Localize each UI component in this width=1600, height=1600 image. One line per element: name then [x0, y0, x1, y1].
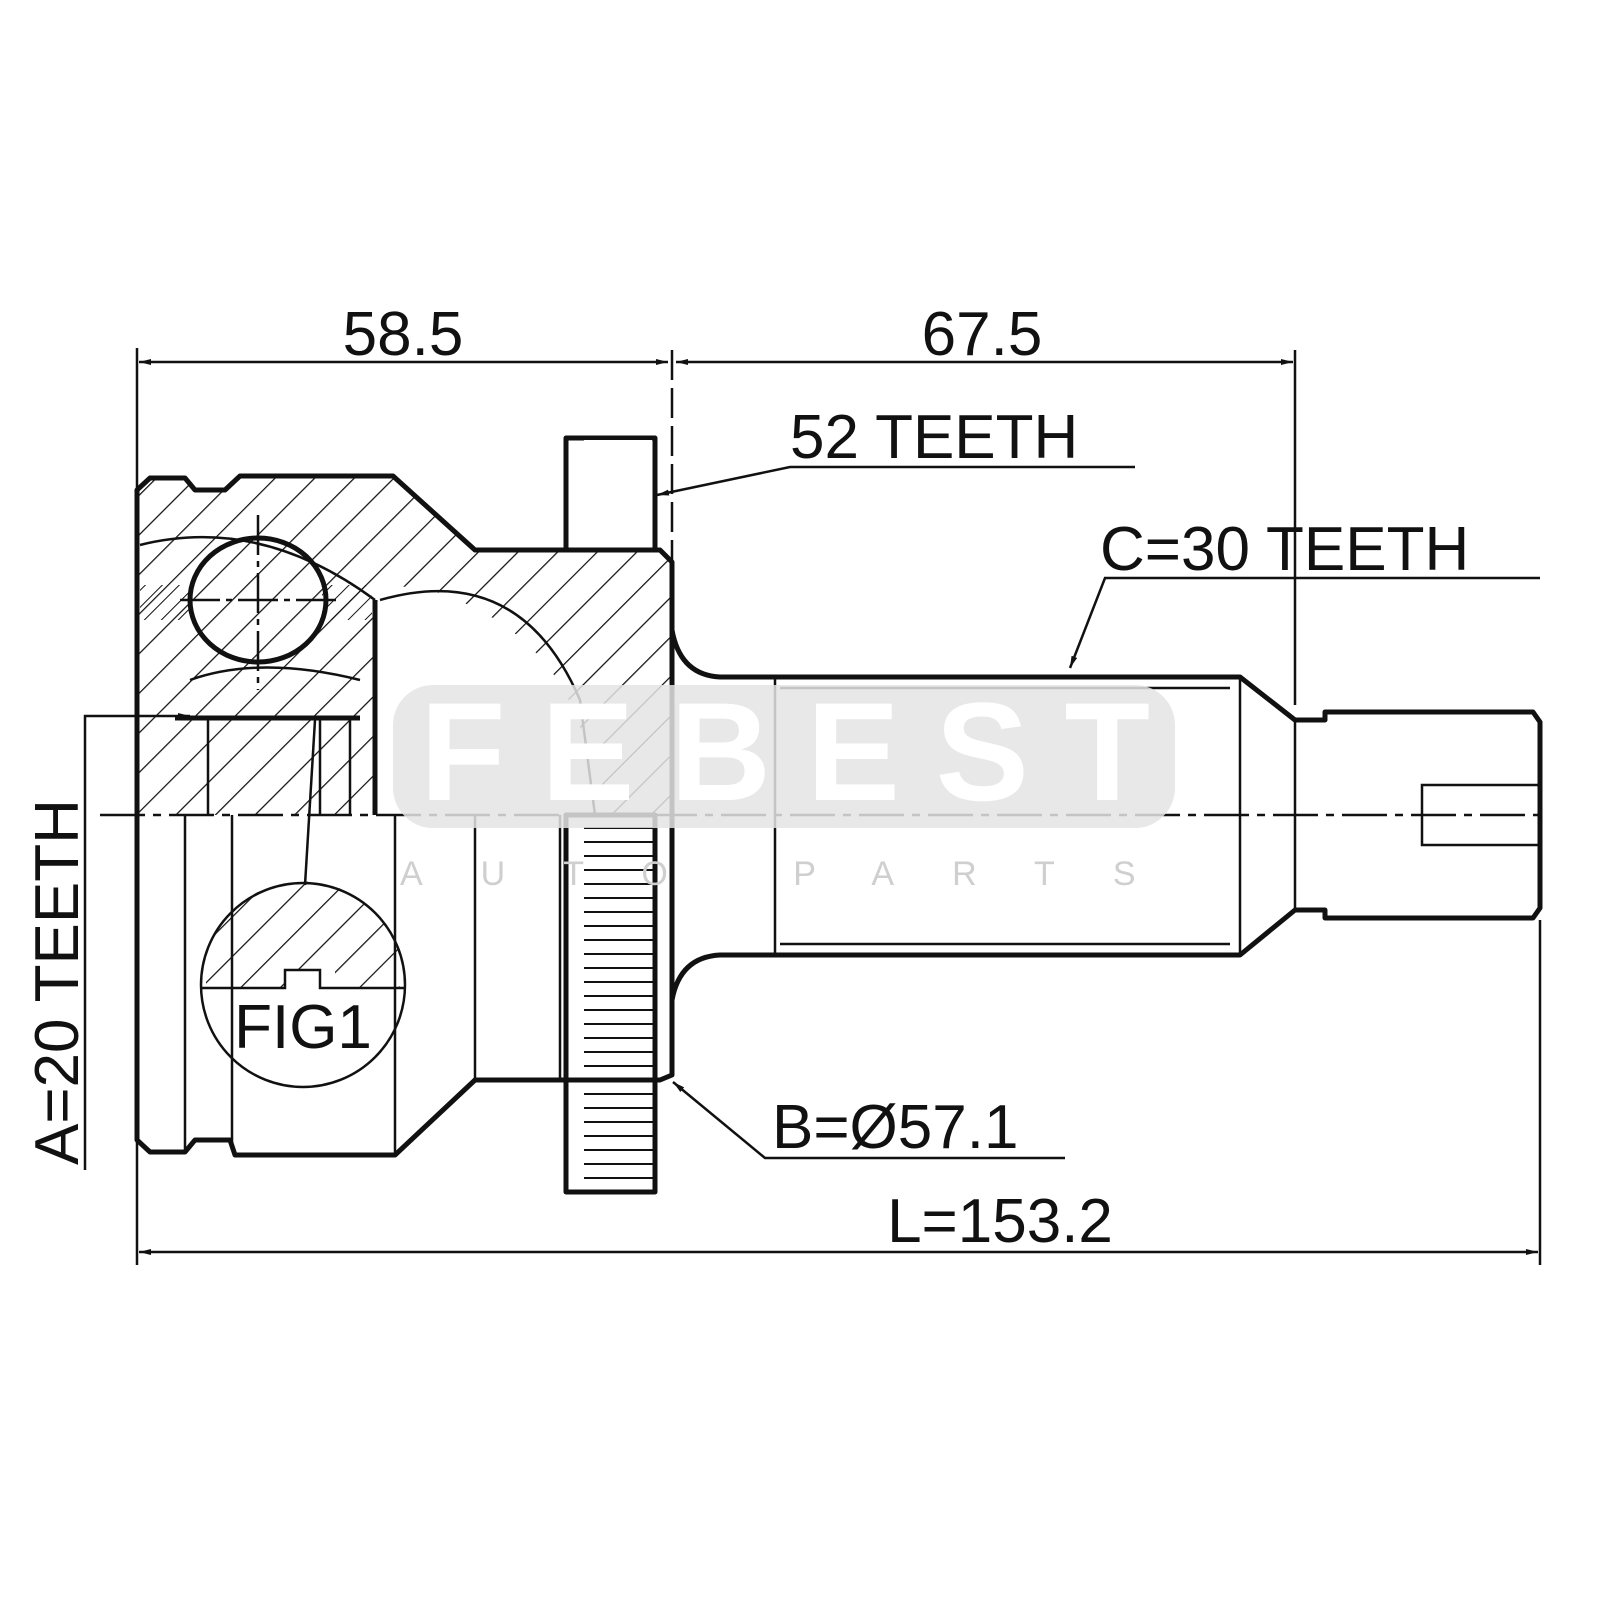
- dimensions: 58.5 67.5 52 TEETH C=30 TEETH A=20 TEETH…: [23, 300, 1540, 1256]
- fig1-label: FIG1: [234, 993, 372, 1062]
- dim-shaft-length: 67.5: [922, 300, 1043, 369]
- watermark-badge: [393, 685, 1175, 828]
- watermark: FEBEST AUTO PARTS: [393, 673, 1194, 893]
- label-abs-diameter: B=Ø57.1: [772, 1093, 1018, 1162]
- dim-housing-length: 58.5: [343, 300, 464, 369]
- label-inner-spline: A=20 TEETH: [23, 799, 92, 1165]
- abs-ring: [563, 435, 658, 1195]
- watermark-subtitle: AUTO PARTS: [400, 855, 1194, 893]
- fig1-detail: FIG1: [199, 719, 407, 1089]
- label-total-length: L=153.2: [887, 1187, 1113, 1256]
- label-outer-spline: C=30 TEETH: [1100, 515, 1469, 584]
- label-abs-teeth: 52 TEETH: [790, 403, 1078, 472]
